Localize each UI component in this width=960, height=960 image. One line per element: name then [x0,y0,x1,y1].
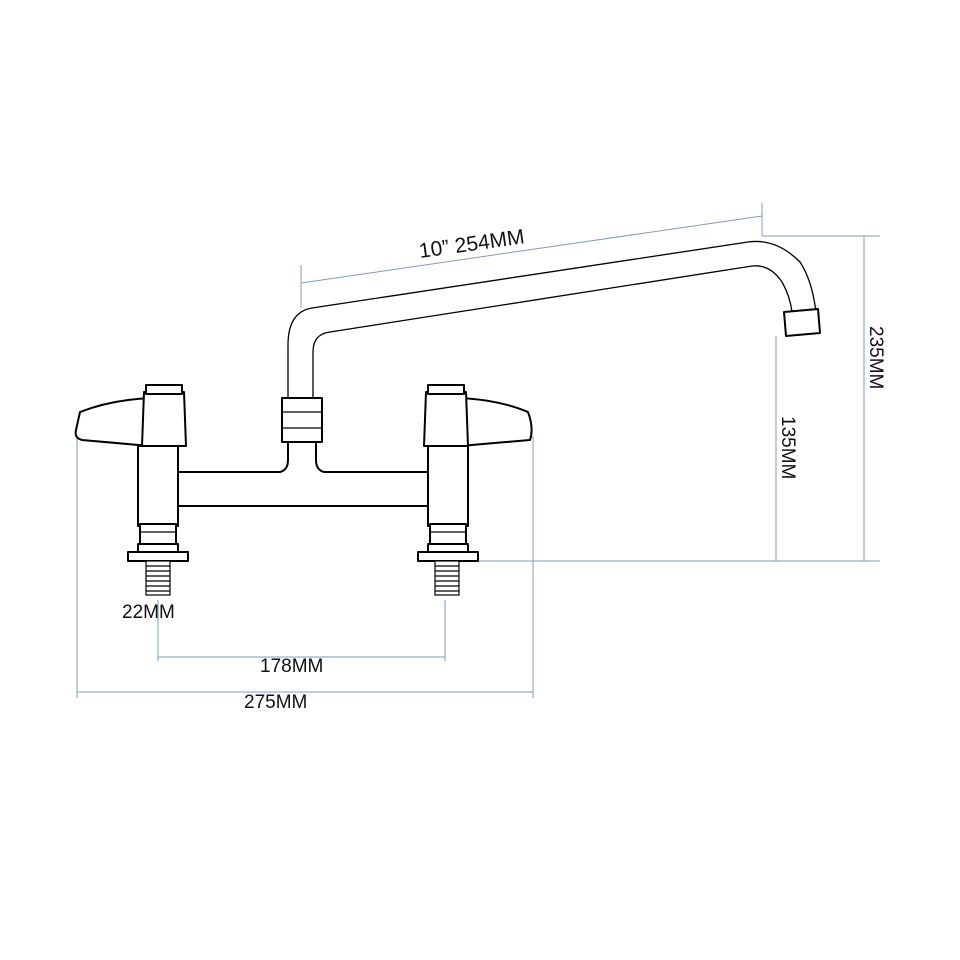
left-lever-handle [74,397,151,447]
right-threaded-shank [434,560,460,596]
connection-size-label: 22MM [122,602,175,623]
right-shank-threads [435,565,459,592]
left-locknut [137,543,179,553]
right-handle-cap [423,391,469,447]
spout-length-dimension-line [300,215,763,284]
right-locknut [427,543,469,553]
total-height-label: 235MM [865,326,886,389]
left-handle-top [145,384,183,395]
spout-tube-inner [312,265,793,398]
right-valve-body [427,445,469,527]
right-washer [417,551,479,562]
body-bridge [175,441,433,507]
spout-tube-outer [287,240,817,398]
right-valve [417,384,533,596]
left-valve [74,384,189,596]
dimension-lines [76,203,880,698]
spout-clearance-label: 135MM [777,416,798,479]
left-handle-cap [141,391,187,447]
overall-width-label: 275MM [244,692,307,713]
right-handle-top [427,384,465,395]
faucet [74,240,821,596]
left-valve-body [137,445,179,527]
left-shank-threads [146,565,170,592]
right-valve-ring [429,523,467,545]
left-valve-ring [139,523,177,545]
left-washer [127,551,189,562]
spout-swivel-nut [281,397,323,443]
left-threaded-shank [145,560,171,596]
right-lever-handle [459,397,533,447]
center-distance-label: 178MM [260,656,323,677]
aerator-tip [783,308,821,337]
dimension-labels: 10” 254MM 235MM 135MM 22MM 178MM 275MM [122,225,886,713]
spout-length-label: 10” 254MM [417,225,525,263]
